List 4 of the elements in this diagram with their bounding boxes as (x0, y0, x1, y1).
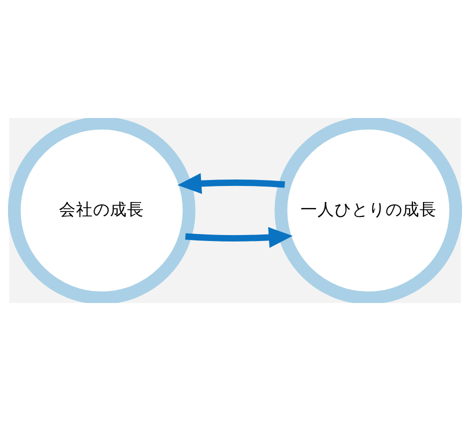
arrow (185, 227, 293, 248)
arrow (177, 173, 285, 194)
node-circle: 会社の成長 (8, 118, 196, 303)
node-circle: 一人ひとりの成長 (274, 118, 462, 303)
